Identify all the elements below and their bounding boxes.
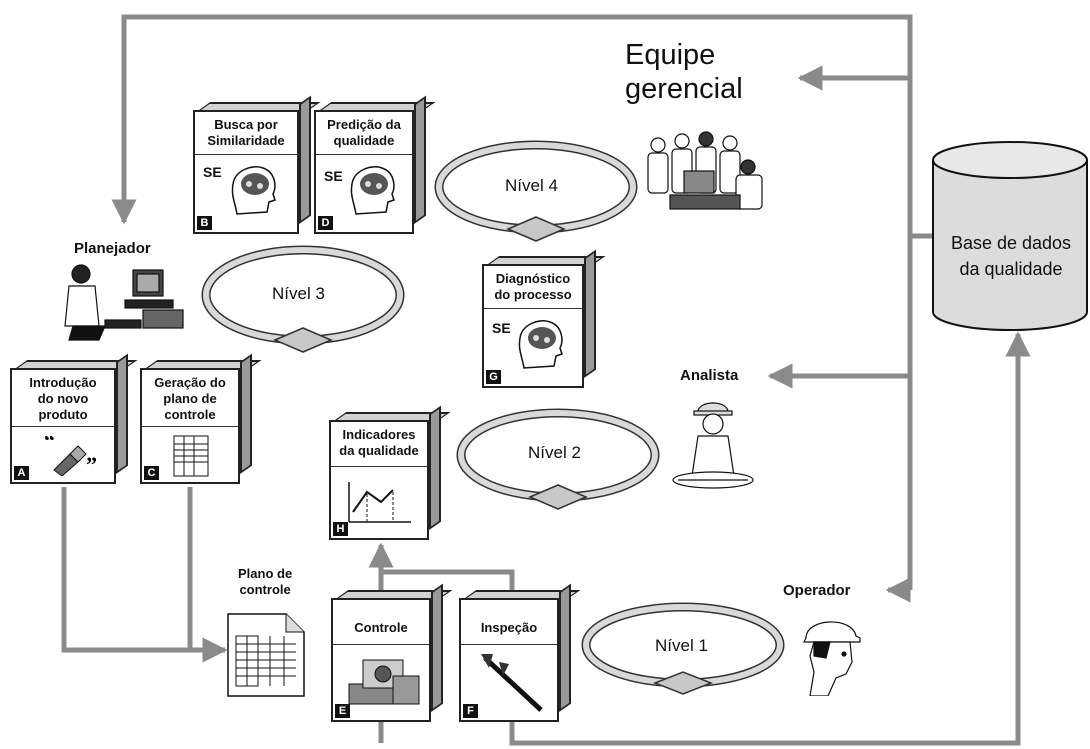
box-G-letter: G — [486, 370, 501, 384]
expert-system-head-icon — [518, 320, 563, 369]
line-chart-icon — [348, 482, 411, 523]
box-D-title: Predição da qualidade — [327, 117, 401, 148]
expert-system-head-icon — [350, 166, 395, 215]
svg-text:”: ” — [86, 452, 97, 476]
management-label: Equipe gerencial — [625, 39, 743, 105]
box-E-title: Controle — [354, 620, 408, 635]
operator-label: Operador — [783, 582, 851, 599]
expert-system-head-icon — [231, 166, 276, 215]
spreadsheet-icon — [173, 435, 209, 477]
ring-level-1 — [581, 602, 785, 695]
planner-icon — [64, 264, 184, 341]
box-G-title: Diagnóstico do processo — [494, 271, 572, 302]
operator-icon — [803, 621, 861, 696]
box-H-quality-indicators: Indicadores da qualidade H — [329, 405, 451, 540]
ring-level-3 — [201, 245, 405, 353]
line-A-plan — [61, 487, 228, 663]
box-C-letter: C — [144, 466, 159, 480]
box-H-title: Indicadores da qualidade — [339, 427, 419, 458]
box-G-se-tag: SE — [492, 320, 511, 336]
planner-label: Planejador — [74, 240, 151, 257]
caliper-icon — [481, 654, 543, 712]
analyst-icon — [672, 402, 754, 489]
product-part-icon: “ ” — [44, 436, 97, 476]
box-H-letter: H — [333, 522, 348, 536]
control-plan-document-icon — [227, 613, 305, 697]
box-D-quality-prediction: Predição da qualidade SE D — [314, 95, 436, 234]
level-2-label: Nível 2 — [528, 443, 581, 462]
control-plan-label: Plano de controle — [238, 566, 293, 597]
box-C-title: Geração do plano de controle — [154, 375, 226, 422]
machine-tool-icon — [348, 659, 420, 705]
management-team-icon — [647, 131, 763, 210]
box-C-control-plan-generation: Geração do plano de controle C — [140, 353, 262, 484]
quality-database-icon — [932, 141, 1088, 331]
level-3-label: Nível 3 — [272, 284, 325, 303]
data-line-to-database — [509, 331, 1031, 746]
ring-level-2 — [456, 408, 660, 510]
box-A-title: Introdução do novo produto — [29, 375, 97, 422]
box-A-letter: A — [14, 466, 29, 480]
box-B-letter: B — [197, 216, 212, 230]
svg-text:“: “ — [44, 436, 55, 453]
box-D-se-tag: SE — [324, 168, 343, 184]
level-1-label: Nível 1 — [655, 636, 708, 655]
box-G-process-diagnosis: Diagnóstico do processo SE G — [482, 249, 606, 388]
box-F-inspection: Inspeção F — [459, 583, 581, 722]
box-E-control: Controle E — [331, 583, 453, 722]
box-B-se-tag: SE — [203, 164, 222, 180]
box-E-letter: E — [335, 704, 350, 718]
level-4-label: Nível 4 — [505, 176, 558, 195]
box-B-similarity-search: Busca por Similaridade SE B — [193, 95, 321, 234]
ring-level-4 — [434, 140, 638, 242]
line-EF-H — [381, 569, 515, 596]
box-F-letter: F — [463, 704, 478, 718]
feedback-line-planner — [111, 14, 913, 236]
box-F-title: Inspeção — [480, 620, 538, 635]
database-label: Base de dados da qualidade — [950, 233, 1072, 279]
box-D-letter: D — [318, 216, 333, 230]
box-A-new-product: Introdução do novo produto “ ” A — [10, 353, 138, 484]
box-B-title: Busca por Similaridade — [207, 117, 285, 148]
analyst-label: Analista — [680, 367, 739, 384]
